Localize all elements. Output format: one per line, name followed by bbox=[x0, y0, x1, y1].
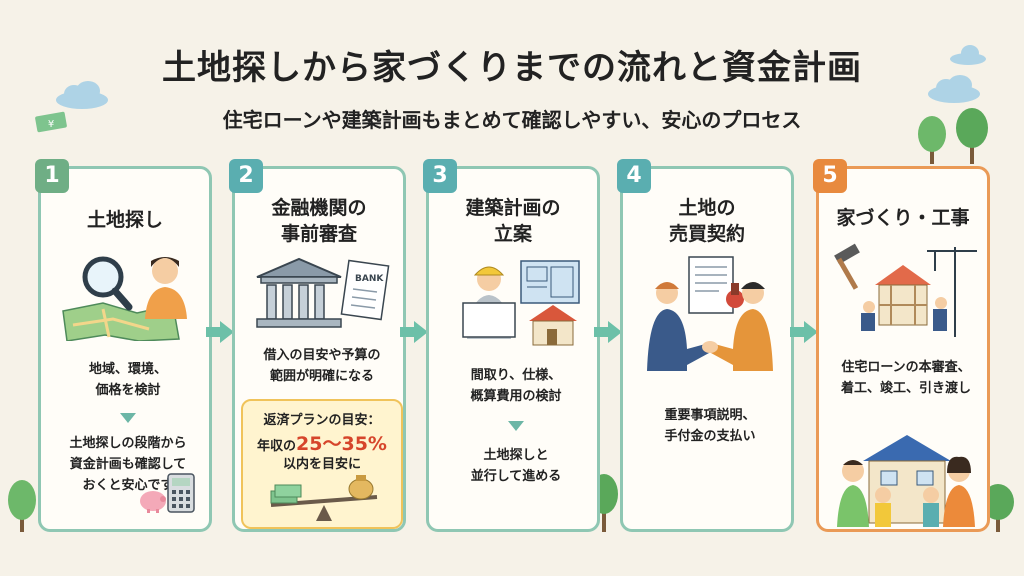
down-triangle-icon bbox=[508, 421, 524, 431]
step-number-badge: 4 bbox=[617, 159, 651, 193]
svg-text:¥: ¥ bbox=[48, 119, 54, 130]
handshake-icon bbox=[647, 256, 773, 371]
step-title: 金融機関の 事前審査 bbox=[271, 197, 367, 245]
money-bag-icon bbox=[348, 475, 374, 500]
family-icon bbox=[837, 435, 975, 527]
step-title: 土地探し bbox=[86, 209, 163, 231]
piggy-bank-icon bbox=[140, 491, 166, 513]
step-description: 地域、環境、 価格を検討 bbox=[88, 362, 167, 398]
note-title: 返済プランの目安： bbox=[263, 413, 381, 428]
step-description: 借入の目安や予算の 範囲が明確になる bbox=[263, 348, 381, 384]
tree-icon bbox=[982, 484, 1014, 532]
hammer-icon bbox=[834, 243, 860, 290]
step-number-badge: 1 bbox=[35, 159, 69, 193]
map-icon bbox=[62, 256, 187, 341]
arrow-right-icon bbox=[400, 321, 428, 343]
document-icon: BANK bbox=[340, 259, 390, 321]
step-card-3: 3 建築計画の 立案 間取り、仕様、 概算費用の検討 土地探しと 並行して進める bbox=[423, 159, 600, 532]
tree-icon bbox=[8, 480, 36, 532]
income-ratio: 25～35% bbox=[296, 433, 387, 455]
step-title: 土地の 売買契約 bbox=[668, 197, 745, 245]
step-title: 建築計画の 立案 bbox=[465, 197, 561, 245]
arrow-right-icon bbox=[594, 321, 622, 343]
page-subtitle: 住宅ローンや建築計画もまとめて確認しやすい、安心のプロセス bbox=[222, 108, 802, 132]
cloud-icon bbox=[928, 75, 980, 103]
money-icon: ¥ bbox=[35, 111, 67, 133]
step-note: 土地探しと 並行して進める bbox=[470, 448, 562, 484]
arrow-right-icon bbox=[206, 321, 234, 343]
repayment-note: 返済プランの目安： 年収の25～35% 以内を目安に bbox=[241, 399, 403, 529]
cloud-icon bbox=[56, 81, 108, 109]
step-description: 住宅ローンの本審査、 着工、竣工、引き渡し bbox=[840, 360, 971, 396]
blueprint-icon bbox=[520, 260, 580, 304]
step-card-5: 5 家づくり・工事 住宅ローンの本審査、 着工、竣工、引き渡し bbox=[813, 159, 990, 532]
step-description: 重要事項説明、 手付金の支払い bbox=[664, 408, 756, 444]
step-number-badge: 5 bbox=[813, 159, 847, 193]
money-icon bbox=[270, 484, 302, 504]
crane-icon bbox=[927, 247, 977, 337]
step-number-badge: 3 bbox=[423, 159, 457, 193]
cloud-icon bbox=[950, 45, 986, 65]
bank-label: BANK bbox=[355, 274, 384, 284]
house-frame-icon bbox=[834, 243, 977, 337]
contract-icon bbox=[688, 256, 734, 314]
step-card-4: 4 土地の 売買契約 重要事項説明、 手付金の支払い bbox=[617, 159, 794, 532]
step-card-2: 2 金融機関の 事前審査 BANK 借入の目安や予算の 範囲が明確になる 返済プ… bbox=[229, 159, 406, 532]
step-number-badge: 2 bbox=[229, 159, 263, 193]
bank-icon: BANK bbox=[256, 257, 390, 328]
architect-icon bbox=[462, 260, 580, 346]
note-ratio-line: 年収の25～35% bbox=[243, 429, 401, 456]
step-title: 家づくり・工事 bbox=[836, 207, 970, 229]
note-prefix: 年収の bbox=[257, 439, 297, 454]
calculator-icon bbox=[167, 473, 195, 513]
scale-icon bbox=[270, 475, 378, 521]
page-title: 土地探しから家づくりまでの流れと資金計画 bbox=[162, 48, 862, 88]
note-suffix: 以内を目安に bbox=[282, 457, 361, 472]
step-description: 間取り、仕様、 概算費用の検討 bbox=[470, 368, 562, 404]
tree-icon bbox=[918, 108, 988, 164]
arrow-right-icon bbox=[790, 321, 818, 343]
magnifier-icon bbox=[82, 256, 124, 298]
house-model-icon bbox=[529, 305, 577, 346]
stamp-icon bbox=[726, 283, 744, 308]
step-note: 土地探しの段階から 資金計画も確認して おくと安心です bbox=[69, 436, 187, 493]
down-triangle-icon bbox=[120, 413, 136, 423]
step-card-1: 1 土地探し 地域、環境、 価格を検討 土地探しの段階から 資金計画も確認して … bbox=[35, 159, 212, 532]
